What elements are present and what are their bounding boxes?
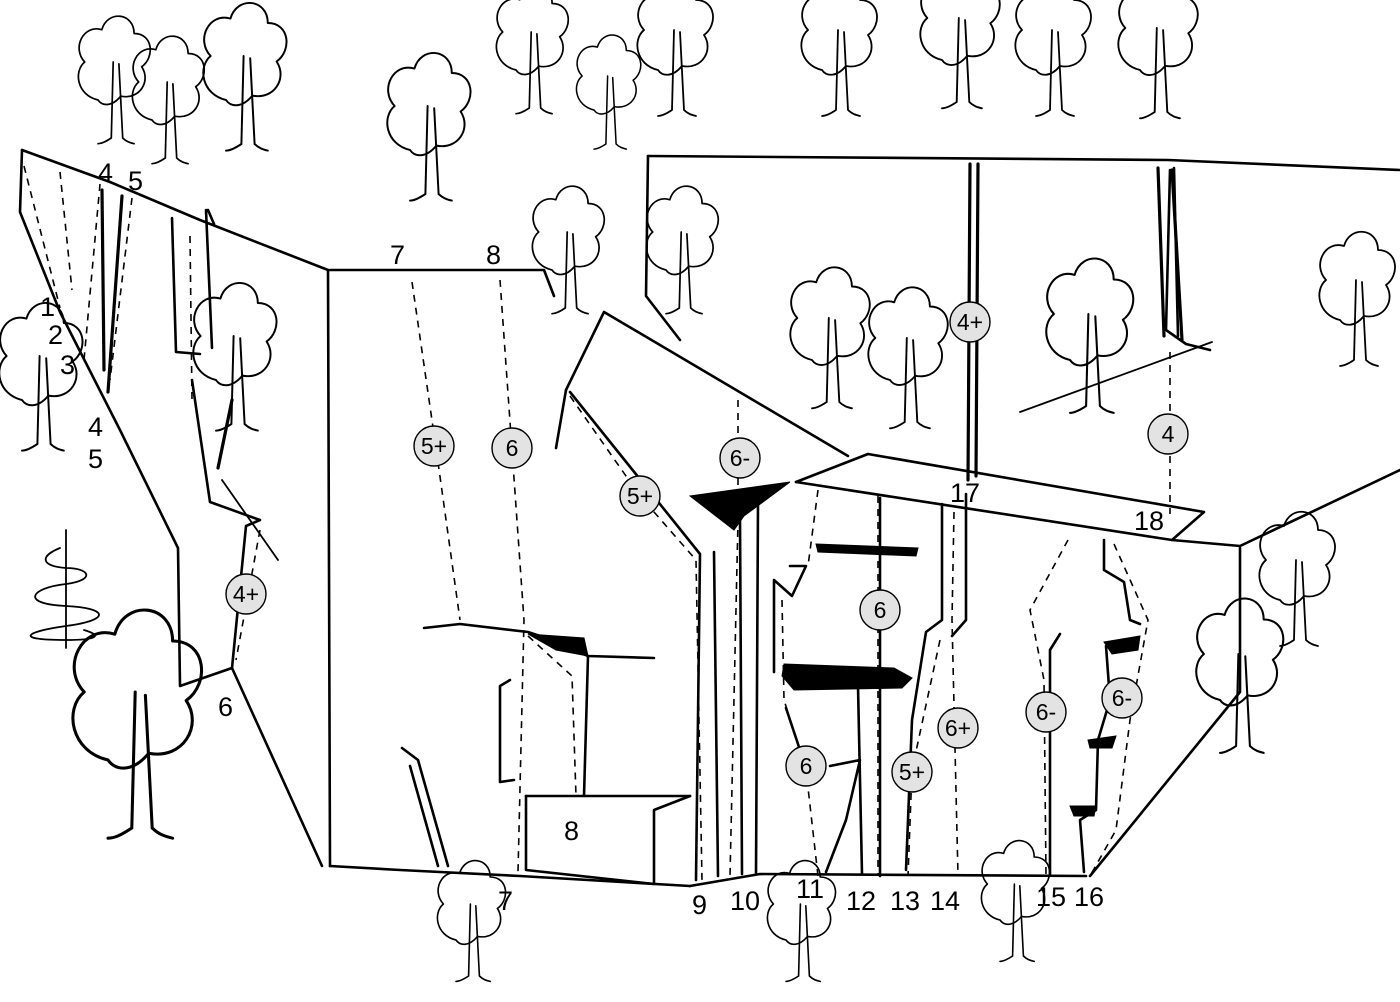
grade-label: 5+ xyxy=(627,483,653,509)
grade-label: 6 xyxy=(506,435,519,461)
route-number: 12 xyxy=(846,886,876,916)
grade-badge: 4 xyxy=(1148,414,1188,454)
grade-label: 6+ xyxy=(945,715,971,741)
tree-icon xyxy=(532,186,604,314)
tree-icon xyxy=(1015,0,1091,116)
grade-label: 5+ xyxy=(899,759,925,785)
route-number: 5 xyxy=(88,444,103,474)
route-number: 4 xyxy=(98,158,113,188)
roof-icon xyxy=(1070,806,1096,816)
route-lines xyxy=(24,166,1170,880)
tree-icon xyxy=(868,287,947,428)
route-number: 3 xyxy=(60,350,75,380)
tree-icon xyxy=(78,16,150,144)
tree-icon xyxy=(790,267,869,408)
tree-icon xyxy=(73,610,202,838)
grade-badge: 6+ xyxy=(938,708,978,748)
route-number: 8 xyxy=(486,240,501,270)
route-number: 5 xyxy=(128,166,143,196)
route-number: 9 xyxy=(692,890,707,920)
grade-label: 6 xyxy=(800,753,813,779)
grade-badge: 5+ xyxy=(414,426,454,466)
grade-label: 6- xyxy=(1112,685,1132,711)
roof-icon xyxy=(1088,736,1116,748)
grade-label: 4 xyxy=(1162,421,1175,447)
tree-icon xyxy=(193,283,276,431)
route-number: 10 xyxy=(730,886,760,916)
route-number: 11 xyxy=(796,874,824,904)
tree-icon xyxy=(496,0,568,114)
tree-icon xyxy=(1118,0,1197,118)
grade-badge: 5+ xyxy=(892,752,932,792)
grade-badge: 6 xyxy=(786,746,826,786)
roof-icon xyxy=(1104,636,1140,654)
rock-outlines xyxy=(20,150,1400,886)
tree-icon xyxy=(203,3,286,151)
tree-icon xyxy=(1319,232,1395,366)
roof-icon xyxy=(816,544,918,556)
roof-icon xyxy=(528,634,588,656)
tree-icon xyxy=(132,36,204,164)
route-number: 2 xyxy=(48,320,63,350)
route-number: 13 xyxy=(890,886,920,916)
grade-badge: 6- xyxy=(720,438,760,478)
route-number: 7 xyxy=(498,886,513,916)
tree-icon xyxy=(646,186,718,314)
route-number: 15 xyxy=(1036,882,1066,912)
grade-label: 4+ xyxy=(957,309,983,335)
tree-icon xyxy=(637,0,713,116)
grade-badge: 5+ xyxy=(620,476,660,516)
grade-badge: 4+ xyxy=(950,302,990,342)
grade-label: 4+ xyxy=(233,581,259,607)
grade-markers: 4+ 5+ 6 5+ 6- 4+ 4 6 xyxy=(226,302,1188,792)
grade-badge: 4+ xyxy=(226,574,266,614)
tree-icon xyxy=(387,53,470,201)
tree-icon xyxy=(920,0,999,108)
route-number: 4 xyxy=(88,412,103,442)
route-number: 16 xyxy=(1074,882,1104,912)
grade-label: 6 xyxy=(874,597,887,623)
grade-badge: 6- xyxy=(1102,678,1142,718)
route-number: 6 xyxy=(218,692,233,722)
route-number: 8 xyxy=(564,816,579,846)
route-number: 18 xyxy=(1134,506,1164,536)
grade-label: 5+ xyxy=(421,433,447,459)
cracks xyxy=(102,164,1182,480)
tree-icon xyxy=(1046,259,1133,413)
grade-label: 6- xyxy=(1036,699,1056,725)
grade-label: 6- xyxy=(730,445,750,471)
tree-icon xyxy=(801,0,877,116)
grade-badge: 6 xyxy=(860,590,900,630)
tree-icon xyxy=(437,861,505,982)
grade-badge: 6- xyxy=(1026,692,1066,732)
roof-icon xyxy=(782,664,912,690)
grade-badge: 6 xyxy=(492,428,532,468)
tree-icon xyxy=(576,35,640,149)
conifer-tree-icon xyxy=(31,530,99,648)
route-number: 7 xyxy=(390,240,405,270)
route-number: 1 xyxy=(40,292,55,322)
route-number: 17 xyxy=(950,478,980,508)
route-number: 14 xyxy=(930,886,960,916)
